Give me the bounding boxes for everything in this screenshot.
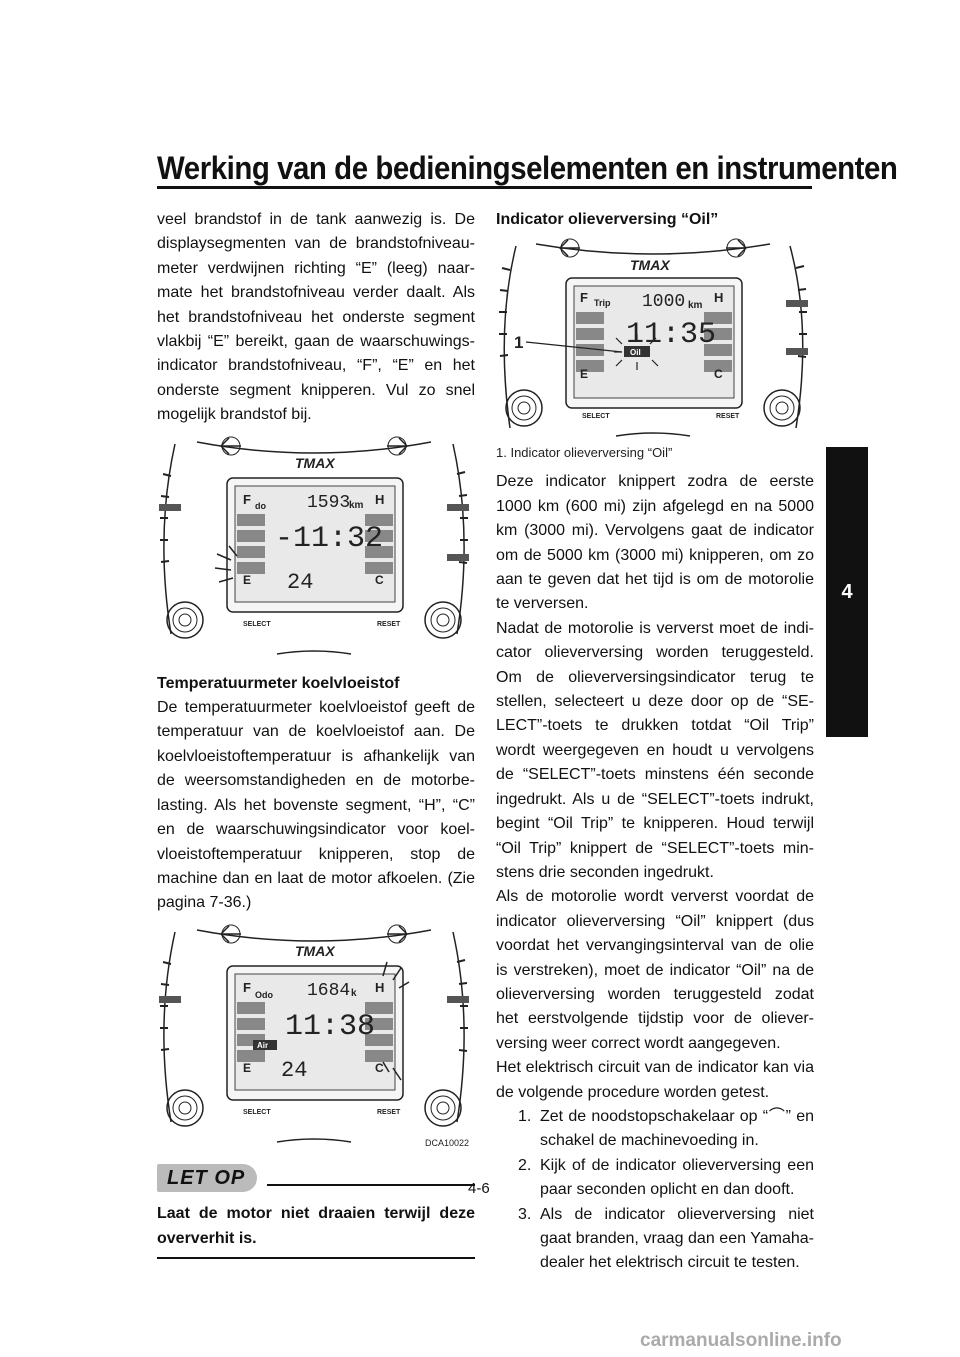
svg-text:24: 24 bbox=[287, 570, 313, 595]
svg-text:F: F bbox=[243, 492, 251, 507]
watermark-link[interactable]: carmanualsonline.info bbox=[640, 1330, 842, 1351]
svg-text:F: F bbox=[243, 980, 251, 995]
svg-text:RESET: RESET bbox=[716, 413, 740, 420]
coolant-heading: Temperatuurmeter koelvloeistof bbox=[157, 674, 400, 692]
instrument-panel-illustration: TMAX F Odo 1684 k H 11:38 Air 24 E C SEL… bbox=[157, 921, 471, 1154]
list-item: 2. Kijk of de indicator olieverversing e… bbox=[518, 1154, 814, 1203]
step-text: Kijk of de indicator olieverversing een … bbox=[540, 1156, 814, 1199]
body-paragraph: Het elektrisch circuit van de indicator … bbox=[496, 1059, 814, 1101]
svg-text:H: H bbox=[375, 980, 384, 995]
caution-bottom-rule bbox=[157, 1256, 475, 1259]
body-paragraph: Deze indicator knippert zodra de eerste … bbox=[496, 473, 814, 613]
test-steps-list: 1. Zet de noodstopschakelaar op “⌒” en s… bbox=[496, 1105, 814, 1276]
svg-text:Oil: Oil bbox=[630, 348, 641, 357]
caution-rule bbox=[267, 1183, 475, 1186]
svg-text:RESET: RESET bbox=[377, 1109, 401, 1116]
oil-indicator-heading: Indicator olieverversing “Oil” bbox=[496, 211, 719, 228]
caution-text: Laat de motor niet draaien terwijl deze … bbox=[157, 1205, 475, 1247]
svg-text:1593: 1593 bbox=[307, 493, 350, 513]
svg-text:11:38: 11:38 bbox=[285, 1010, 375, 1044]
svg-text:SELECT: SELECT bbox=[582, 413, 610, 420]
body-paragraph: Als de motorolie wordt ververst voordat … bbox=[496, 888, 814, 1052]
caution-badge: LET OP bbox=[157, 1163, 258, 1193]
svg-text:1: 1 bbox=[514, 333, 523, 352]
page-header-title: Werking van de bedieningselementen en in… bbox=[157, 150, 898, 186]
right-column: Indicator olieverversing “Oil” TMAX F bbox=[496, 208, 814, 1276]
left-column: veel brandstof in de tank aanwezig is. D… bbox=[157, 208, 475, 1259]
oil-indicator-figure: TMAX F Trip 1000 km H 11:35 Oil E C 1 SE… bbox=[496, 238, 810, 439]
svg-text:E: E bbox=[243, 573, 251, 587]
svg-text:km: km bbox=[688, 300, 703, 311]
step-text: Als de indicator olieverversing niet gaa… bbox=[540, 1205, 814, 1272]
coolant-paragraph: De temperatuurmeter koelvloeistof geeft … bbox=[157, 699, 475, 912]
list-item: 3. Als de indicator olieverversing niet … bbox=[518, 1203, 814, 1276]
instrument-panel-illustration: TMAX F do 1593 km H -11:32 24 E C SELECT… bbox=[157, 433, 471, 666]
page-number: 4-6 bbox=[468, 1180, 490, 1197]
step-number: 3. bbox=[518, 1205, 532, 1223]
svg-text:TMAX: TMAX bbox=[630, 257, 671, 273]
svg-text:SELECT: SELECT bbox=[243, 621, 271, 628]
svg-text:F: F bbox=[580, 290, 588, 305]
svg-text:E: E bbox=[243, 1061, 251, 1075]
instrument-panel-illustration: TMAX F Trip 1000 km H 11:35 Oil E C 1 SE… bbox=[496, 238, 810, 439]
fuel-meter-figure: TMAX F do 1593 km H -11:32 24 E C SELECT… bbox=[157, 433, 471, 666]
svg-text:H: H bbox=[714, 290, 723, 305]
coolant-figure: TMAX F Odo 1684 k H 11:38 Air 24 E C SEL… bbox=[157, 921, 471, 1154]
svg-text:km: km bbox=[349, 500, 364, 511]
svg-text:k: k bbox=[351, 988, 357, 999]
chapter-tab[interactable]: 4 bbox=[826, 447, 868, 737]
svg-text:Odo: Odo bbox=[255, 990, 273, 1000]
step-number: 2. bbox=[518, 1156, 532, 1174]
svg-text:C: C bbox=[714, 367, 723, 381]
step-text: Zet de noodstopschakelaar op “⌒” en scha… bbox=[540, 1107, 814, 1150]
svg-text:SELECT: SELECT bbox=[243, 1109, 271, 1116]
svg-text:1000: 1000 bbox=[642, 292, 685, 312]
body-paragraph: Nadat de motorolie is ververst moet de i… bbox=[496, 619, 814, 881]
svg-text:RESET: RESET bbox=[377, 621, 401, 628]
svg-text:H: H bbox=[375, 492, 384, 507]
svg-text:TMAX: TMAX bbox=[295, 455, 336, 471]
header-rule bbox=[157, 186, 812, 189]
svg-text:Trip: Trip bbox=[594, 298, 611, 308]
list-item: 1. Zet de noodstopschakelaar op “⌒” en s… bbox=[518, 1105, 814, 1154]
intro-paragraph: veel brandstof in de tank aanwezig is. D… bbox=[157, 211, 475, 424]
figure-caption: 1. Indicator olieverversing “Oil” bbox=[496, 445, 673, 461]
svg-text:1684: 1684 bbox=[307, 981, 350, 1001]
svg-text:24: 24 bbox=[281, 1058, 307, 1083]
svg-text:C: C bbox=[375, 1061, 384, 1075]
svg-text:Air: Air bbox=[257, 1041, 268, 1050]
svg-text:C: C bbox=[375, 573, 384, 587]
svg-text:-11:32: -11:32 bbox=[275, 522, 383, 556]
caution-box: LET OP Laat de motor niet draaien terwij… bbox=[157, 1163, 475, 1259]
svg-text:E: E bbox=[580, 367, 588, 381]
svg-text:do: do bbox=[255, 501, 266, 511]
svg-text:TMAX: TMAX bbox=[295, 943, 336, 959]
caution-code: DCA10022 bbox=[424, 1138, 469, 1149]
step-number: 1. bbox=[518, 1107, 532, 1125]
